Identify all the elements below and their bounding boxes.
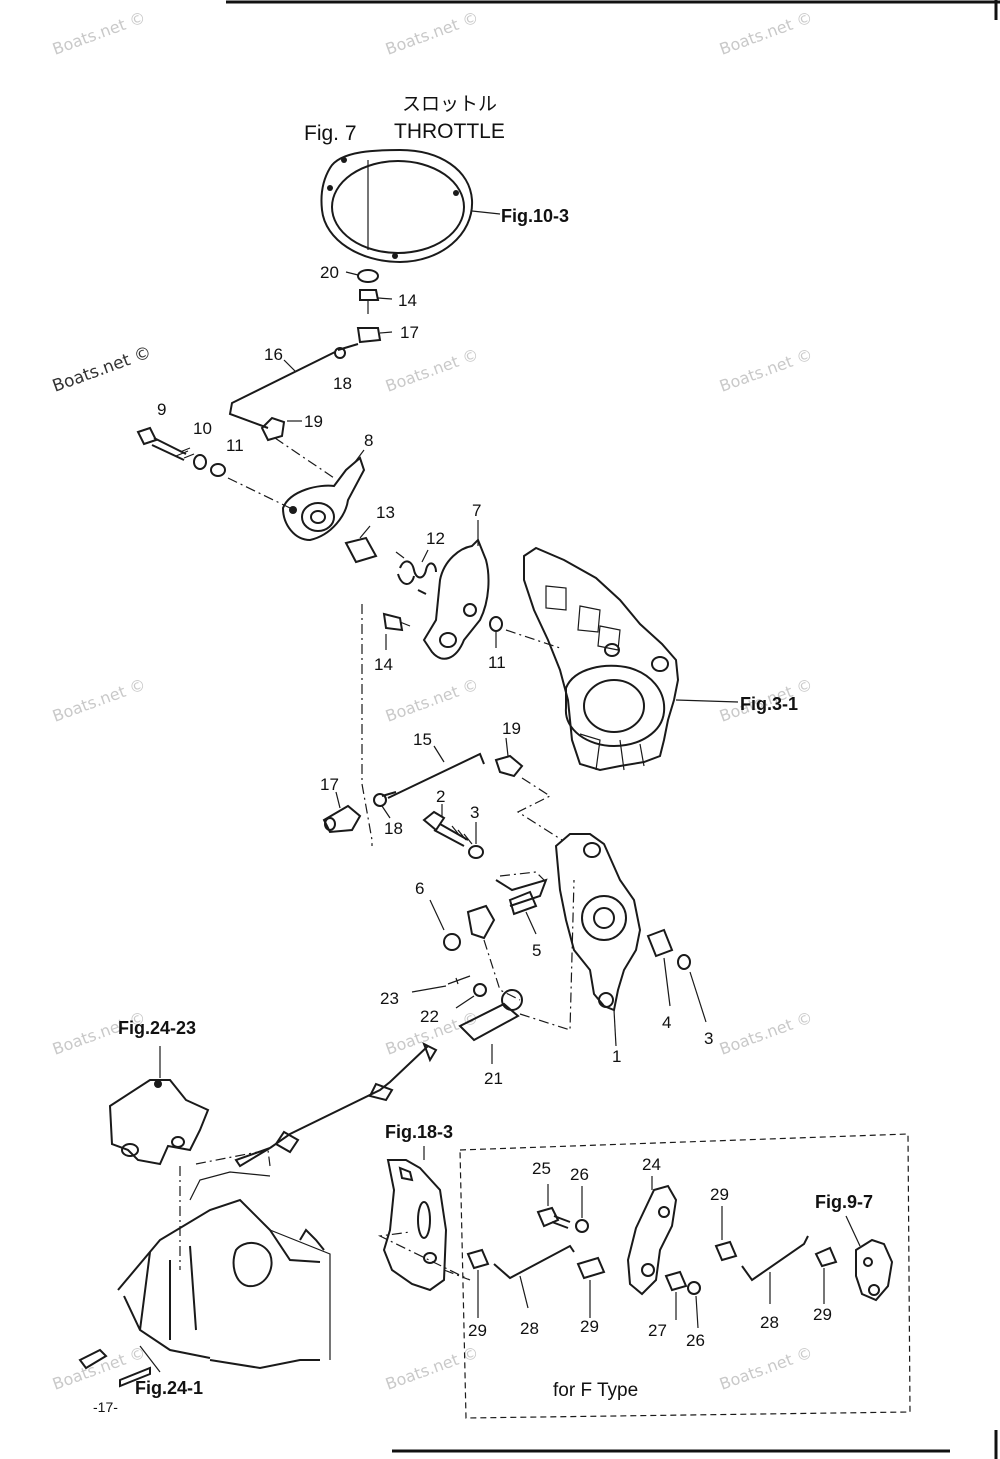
lever-plate-18-3 <box>382 1146 448 1292</box>
callout: 26 <box>570 1165 589 1184</box>
stud-14 <box>382 612 411 650</box>
callout: 15 <box>413 730 432 749</box>
callout: 22 <box>420 1007 439 1026</box>
callout: 29 <box>580 1317 599 1336</box>
fig-ref-3-1: Fig.3-1 <box>740 694 798 714</box>
callout: 4 <box>662 1013 671 1032</box>
callout: 17 <box>320 775 339 794</box>
spring-12 <box>395 549 437 595</box>
callout: 2 <box>436 787 445 806</box>
fig-ref-9-7: Fig.9-7 <box>815 1192 873 1212</box>
callout: 3 <box>704 1029 713 1048</box>
callout-labels: 20 14 17 16 18 19 9 10 11 8 13 12 7 14 1… <box>157 263 832 1350</box>
callout: 29 <box>710 1185 729 1204</box>
callout: 18 <box>333 374 352 393</box>
callout: 28 <box>520 1319 539 1338</box>
title-japanese: スロットル <box>402 94 497 115</box>
callout: 16 <box>264 345 283 364</box>
page-number: -17- <box>93 1399 118 1415</box>
callout: 1 <box>612 1047 621 1066</box>
collar-13 <box>344 525 378 564</box>
callout: 3 <box>470 803 479 822</box>
callout: 19 <box>304 412 323 431</box>
bolt-2 <box>422 804 484 859</box>
callout: 26 <box>686 1331 705 1350</box>
callout: 13 <box>376 503 395 522</box>
callout: 9 <box>157 400 166 419</box>
callout: 8 <box>364 431 373 450</box>
callout: 27 <box>648 1321 667 1340</box>
throttle-cable <box>119 1041 438 1388</box>
inset-caption: for F Type <box>553 1380 638 1401</box>
fig-ref-18-3: Fig.18-3 <box>385 1122 453 1142</box>
throttle-cam-7 <box>422 520 503 660</box>
callout: 23 <box>380 989 399 1008</box>
callout: 28 <box>760 1313 779 1332</box>
callout: 25 <box>532 1159 551 1178</box>
pivot-parts <box>411 871 575 1064</box>
fig-ref-24-23: Fig.24-23 <box>118 1018 196 1038</box>
callout: 7 <box>472 501 481 520</box>
figure-number: Fig. 7 <box>304 122 357 145</box>
fig-ref-24-1: Fig.24-1 <box>135 1378 203 1398</box>
throttle-lever-8 <box>227 437 366 542</box>
callout: 29 <box>813 1305 832 1324</box>
f-type-inset <box>377 1133 911 1419</box>
bolt-9 <box>136 426 226 477</box>
callout: 20 <box>320 263 339 282</box>
bracket-1 <box>554 833 707 1047</box>
linkage-top-parts <box>345 269 393 344</box>
callout: 11 <box>226 436 244 455</box>
gasket-ring <box>320 148 501 264</box>
callout: 21 <box>484 1069 503 1088</box>
callout: 12 <box>426 529 445 548</box>
callout: 5 <box>532 941 541 960</box>
callout: 6 <box>415 879 424 898</box>
callout: 19 <box>502 719 521 738</box>
mount-bracket-24-23 <box>108 1046 271 1167</box>
page-title: THROTTLE <box>394 120 505 143</box>
callout: 14 <box>398 291 417 310</box>
carburetor-body <box>505 546 739 772</box>
callout: 24 <box>642 1155 661 1174</box>
callout: 14 <box>374 655 393 674</box>
callout: 29 <box>468 1321 487 1340</box>
callout: 11 <box>488 653 506 672</box>
fig-ref-10-3: Fig.10-3 <box>501 206 569 226</box>
callout: 10 <box>193 419 212 438</box>
callout: 18 <box>384 819 403 838</box>
throttle-rod-16 <box>228 343 359 442</box>
bottom-cowl-frame <box>78 1166 331 1373</box>
callout: 17 <box>400 323 419 342</box>
ball-joint-17 <box>322 791 391 834</box>
